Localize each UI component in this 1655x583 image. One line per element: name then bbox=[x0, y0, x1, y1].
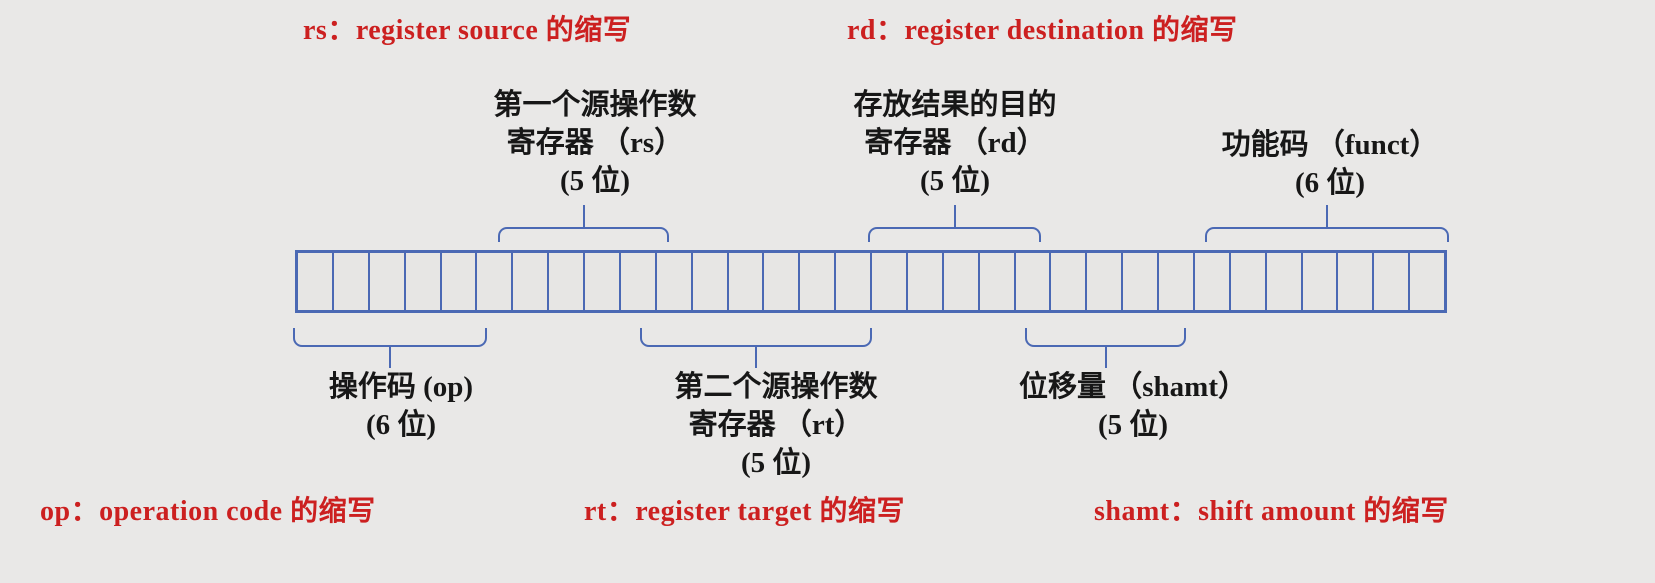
bit-cell bbox=[943, 253, 978, 310]
bit-cell bbox=[1266, 253, 1301, 310]
shamt-brace-stem bbox=[1104, 345, 1107, 368]
bit-cell bbox=[907, 253, 942, 310]
note-rd-abbreviation: rd：register destination 的缩写 bbox=[847, 15, 1238, 46]
bit-cell bbox=[369, 253, 404, 310]
bit-cell bbox=[441, 253, 476, 310]
bit-cell bbox=[979, 253, 1014, 310]
bit-cell bbox=[1374, 253, 1409, 310]
label-rs-line2: 寄存器 （rs） bbox=[506, 127, 684, 159]
rt-brace bbox=[640, 328, 872, 368]
label-rt-line2: 寄存器 （rt） bbox=[688, 409, 864, 441]
note-op-abbreviation: op：operation code 的缩写 bbox=[40, 496, 376, 527]
label-funct-bits: (6 位) bbox=[1294, 167, 1366, 199]
label-shamt-line1: 位移量 （shamt） bbox=[1019, 371, 1247, 403]
bit-cell bbox=[1159, 253, 1193, 310]
bit-cell bbox=[1194, 253, 1229, 310]
rd-brace-stem bbox=[953, 205, 956, 229]
note-rt-abbreviation: rt：register target 的缩写 bbox=[584, 496, 905, 527]
bit-cell bbox=[513, 253, 548, 310]
rd-brace bbox=[868, 205, 1041, 242]
label-op-field: 操作码 (op) (6 位) bbox=[329, 368, 473, 444]
rt-brace-stem bbox=[755, 345, 757, 368]
op-brace-stem bbox=[389, 345, 391, 368]
note-rs-abbreviation: rs：register source 的缩写 bbox=[303, 15, 632, 46]
funct-brace bbox=[1205, 205, 1449, 242]
label-rs-bits: (5 位) bbox=[559, 165, 631, 197]
bit-cell bbox=[692, 253, 727, 310]
rs-brace bbox=[498, 205, 669, 242]
bit-cell bbox=[836, 253, 870, 310]
bit-field-row bbox=[295, 250, 1447, 313]
funct-brace-stem bbox=[1326, 205, 1328, 229]
label-rt-field: 第二个源操作数 寄存器 （rt） (5 位) bbox=[674, 368, 877, 482]
label-rs-field: 第一个源操作数 寄存器 （rs） (5 位) bbox=[493, 86, 696, 200]
label-op-bits: (6 位) bbox=[365, 409, 437, 441]
bit-cell bbox=[549, 253, 583, 310]
rs-brace-stem bbox=[582, 205, 585, 229]
bit-cell bbox=[800, 253, 835, 310]
bit-cell bbox=[477, 253, 512, 310]
label-rd-line1: 存放结果的目的 bbox=[853, 89, 1057, 121]
label-shamt-bits: (5 位) bbox=[1097, 409, 1169, 441]
bit-cell bbox=[1302, 253, 1337, 310]
label-rt-bits: (5 位) bbox=[740, 447, 812, 479]
bit-cell bbox=[585, 253, 619, 310]
bit-cell bbox=[620, 253, 655, 310]
bit-cell bbox=[333, 253, 368, 310]
bit-cell bbox=[728, 253, 763, 310]
label-rd-bits: (5 位) bbox=[919, 165, 991, 197]
note-shamt-abbreviation: shamt：shift amount 的缩写 bbox=[1094, 496, 1449, 527]
label-rt-line1: 第二个源操作数 bbox=[674, 371, 878, 403]
op-brace bbox=[293, 328, 487, 368]
bit-cell bbox=[1015, 253, 1050, 310]
label-rd-line2: 寄存器 （rd） bbox=[864, 127, 1046, 159]
label-funct-line1: 功能码 （funct） bbox=[1221, 129, 1439, 161]
bit-cell bbox=[298, 253, 332, 310]
bit-cell bbox=[764, 253, 799, 310]
bit-cell bbox=[1087, 253, 1122, 310]
shamt-brace bbox=[1025, 328, 1186, 368]
label-rd-field: 存放结果的目的 寄存器 （rd） (5 位) bbox=[853, 86, 1056, 200]
bit-cell bbox=[1230, 253, 1265, 310]
label-shamt-field: 位移量 （shamt） (5 位) bbox=[1019, 368, 1247, 444]
bit-cell bbox=[1123, 253, 1157, 310]
label-op-line1: 操作码 (op) bbox=[328, 371, 474, 403]
label-rs-line1: 第一个源操作数 bbox=[493, 89, 697, 121]
bit-cell bbox=[1338, 253, 1373, 310]
bit-cell bbox=[872, 253, 906, 310]
bit-cell bbox=[1410, 253, 1444, 310]
bit-cell bbox=[405, 253, 440, 310]
bit-cell bbox=[656, 253, 691, 310]
bit-cell bbox=[1051, 253, 1086, 310]
label-funct-field: 功能码 （funct） (6 位) bbox=[1222, 126, 1439, 202]
